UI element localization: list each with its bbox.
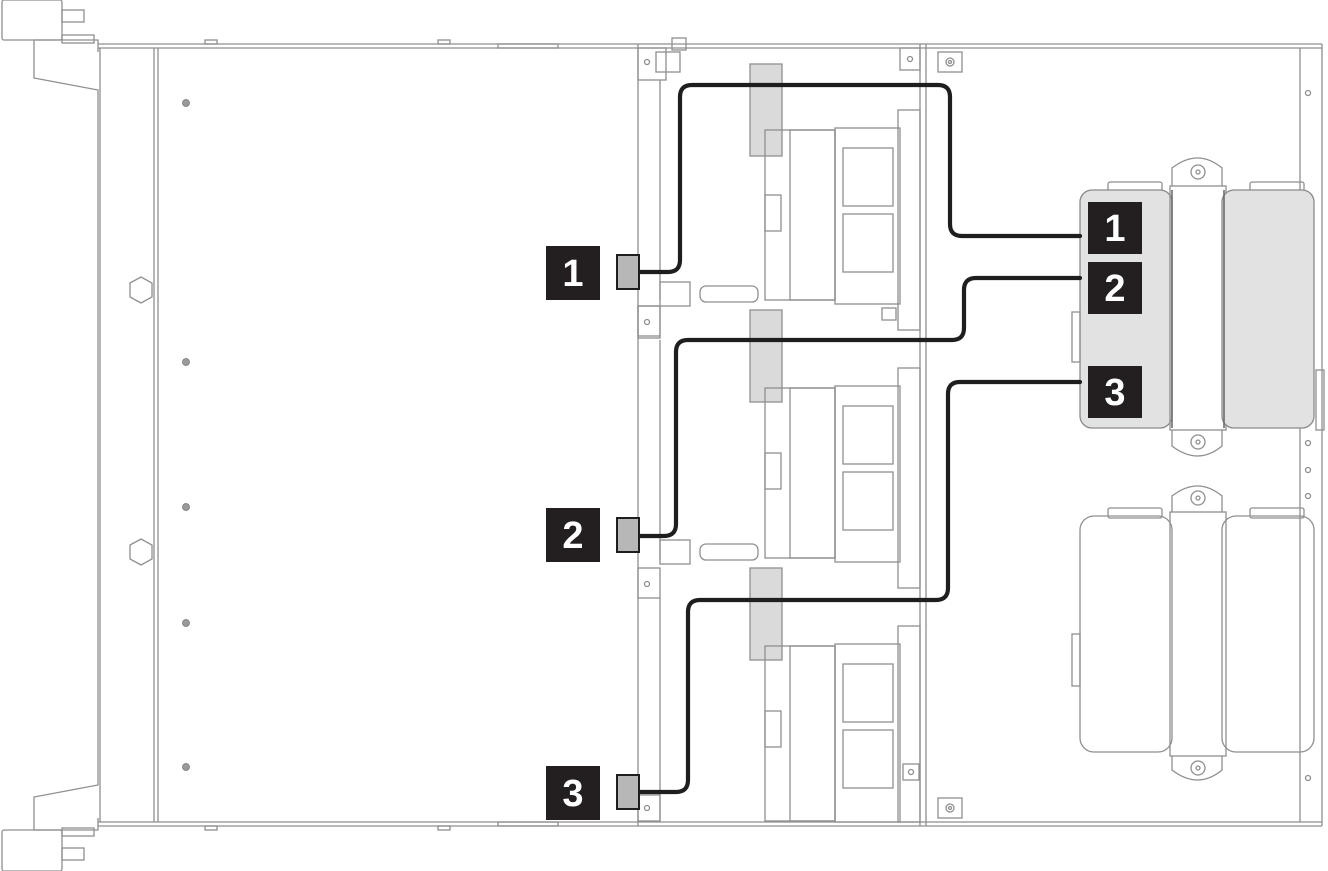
connector-1	[616, 254, 640, 290]
svg-text:2: 2	[562, 515, 583, 557]
fan-module-1	[637, 37, 921, 337]
fan-modules	[637, 37, 921, 823]
connector-3	[616, 774, 640, 810]
lower-backplane-assembly	[1071, 485, 1315, 781]
left-connectors	[616, 254, 640, 810]
fan-module-2	[637, 305, 921, 599]
right-callouts: 1 2 3	[1088, 202, 1142, 418]
svg-text:3: 3	[562, 773, 583, 815]
callout-left-3: 3	[546, 766, 600, 820]
svg-text:1: 1	[562, 253, 583, 295]
cables	[637, 82, 1083, 795]
callout-right-2: 2	[1088, 262, 1142, 314]
svg-text:1: 1	[1104, 208, 1125, 250]
callout-right-1: 1	[1088, 202, 1142, 254]
connector-2	[616, 517, 640, 553]
cable-2	[637, 275, 1083, 539]
svg-text:3: 3	[1104, 372, 1125, 414]
fan-module-3	[749, 567, 921, 823]
cable-1	[637, 82, 1083, 275]
callout-left-2: 2	[546, 508, 600, 562]
callout-right-3: 3	[1088, 366, 1142, 418]
left-callouts: 1 2 3	[546, 246, 600, 820]
rear-area	[937, 51, 1325, 819]
cable-3	[637, 379, 1083, 795]
callout-left-1: 1	[546, 246, 600, 300]
svg-text:2: 2	[1104, 268, 1125, 310]
